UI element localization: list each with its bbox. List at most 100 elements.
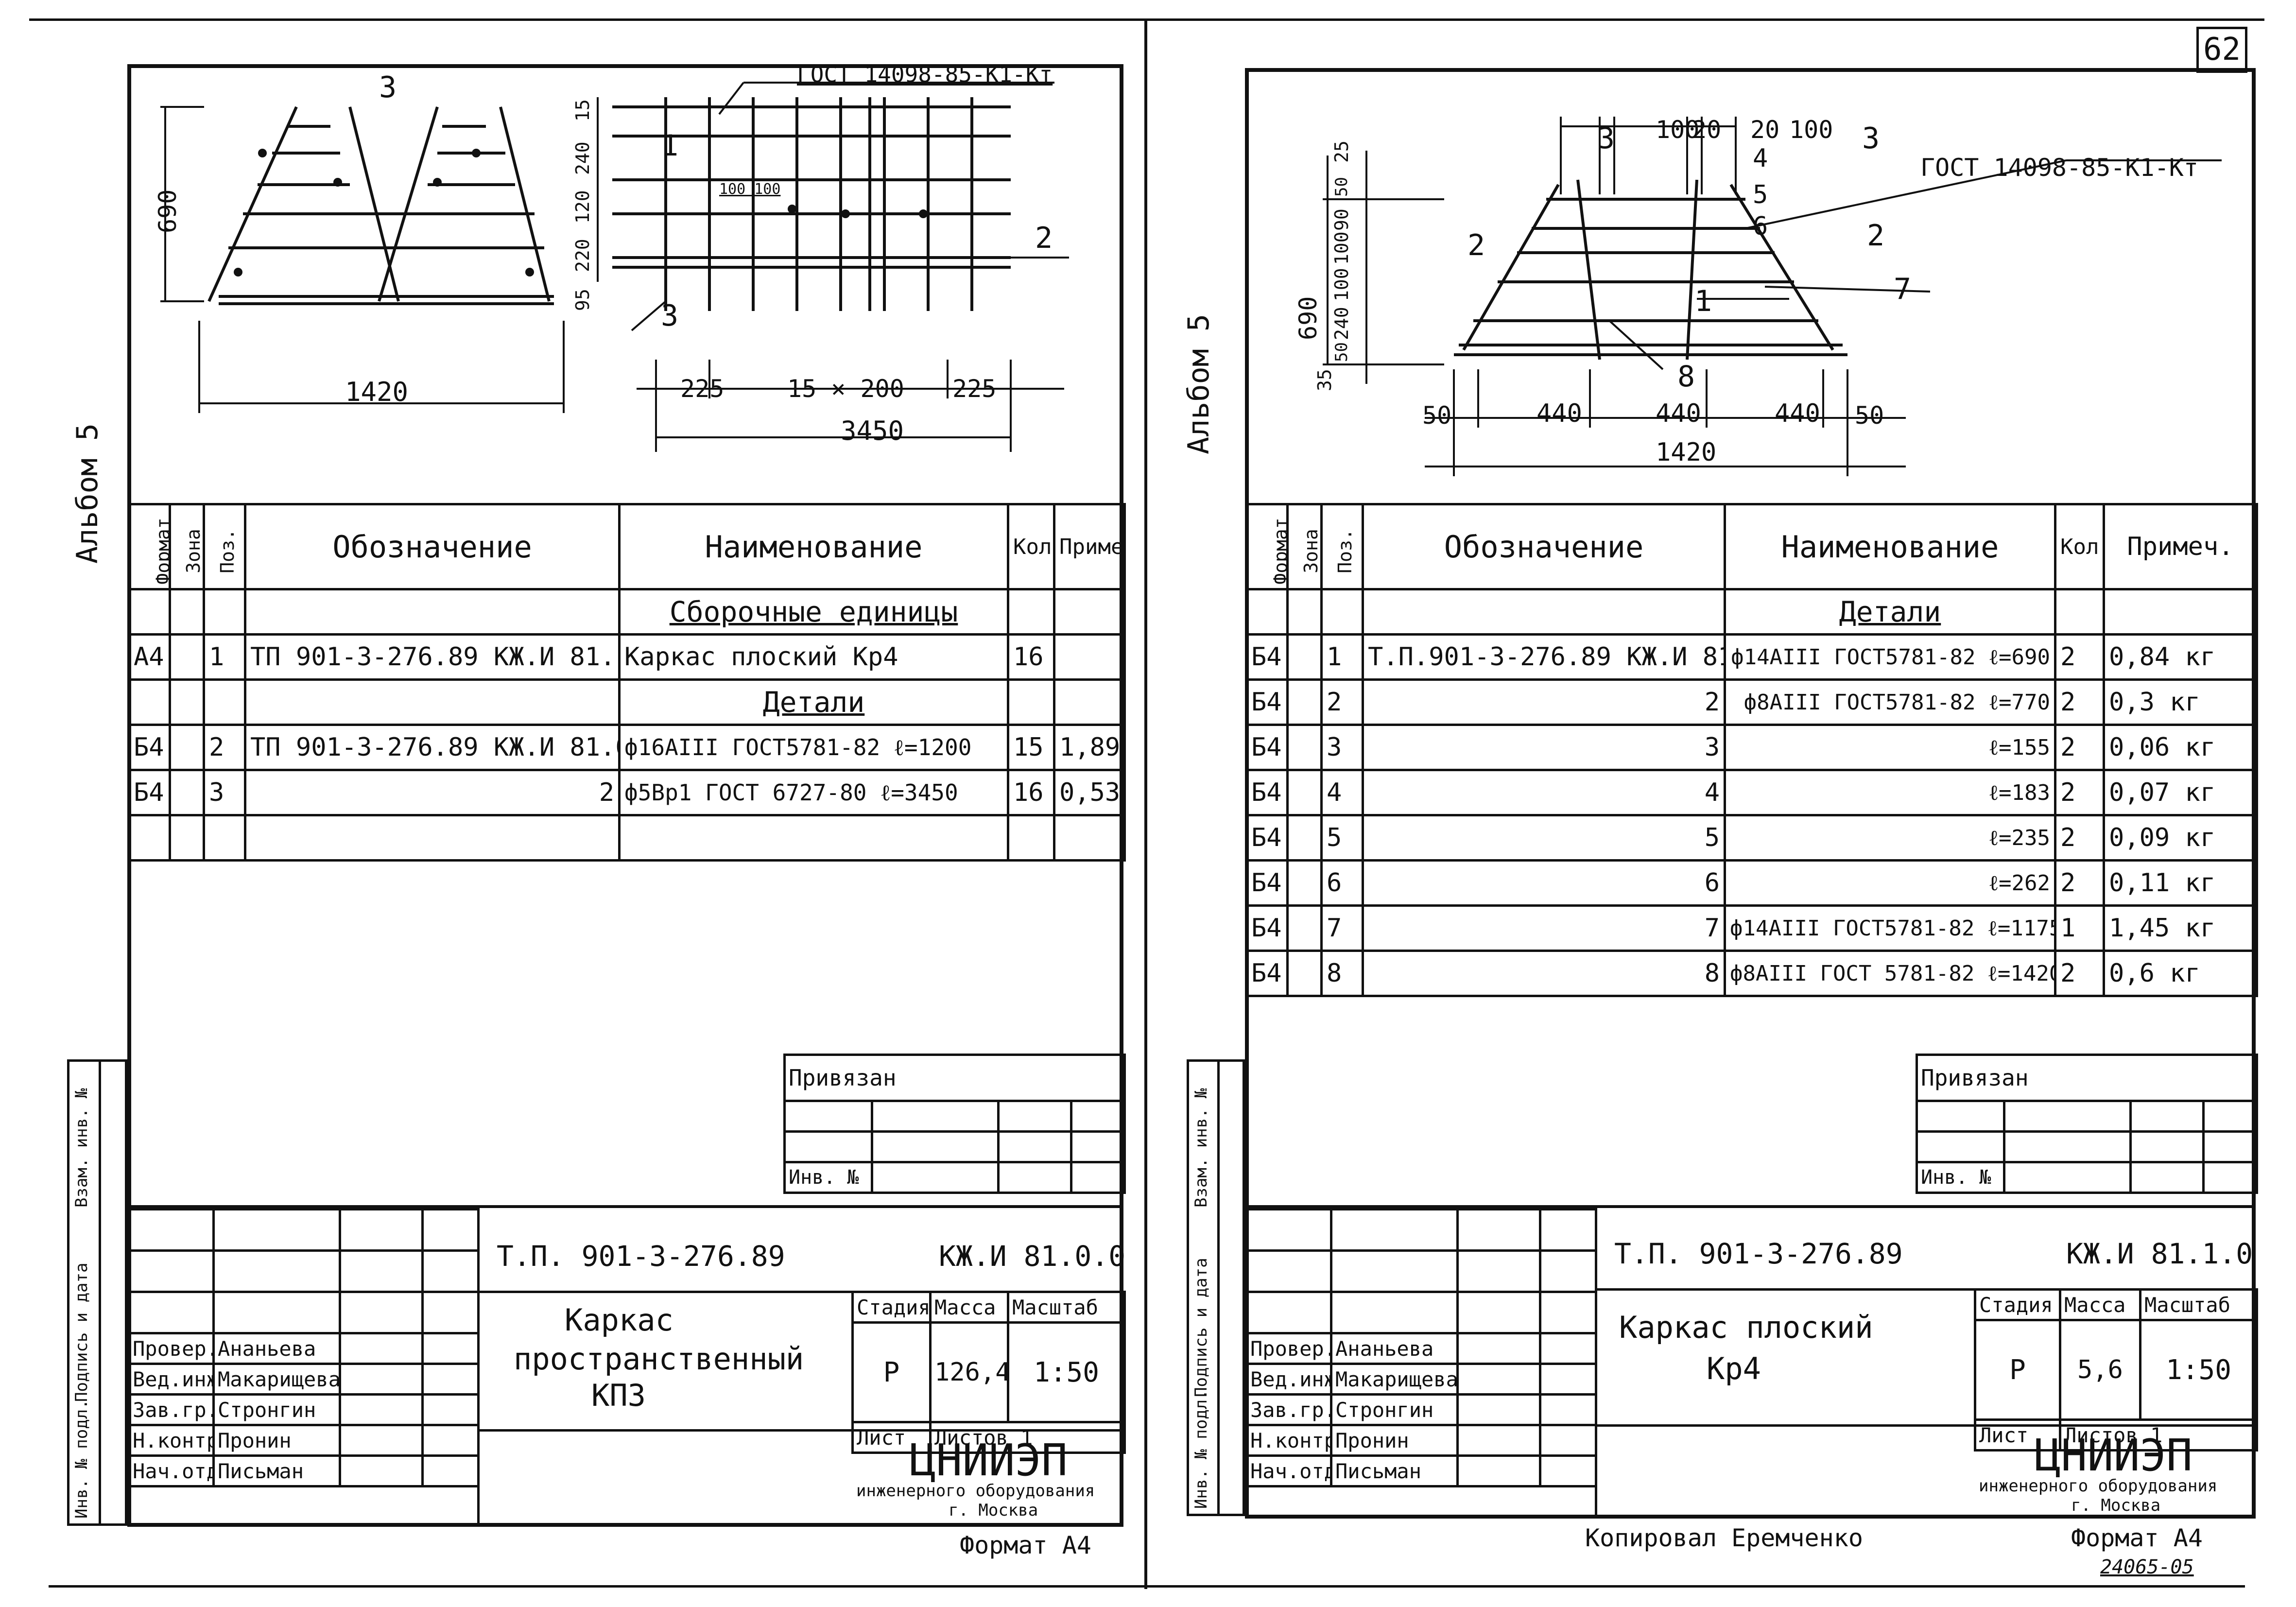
left-spec-header-row: Формат Зона Поз. Обозначение Наименовани…: [127, 503, 1126, 590]
left-col-note: Примеч.: [1053, 503, 1126, 590]
right-privyazan-label: Привязан: [1916, 1054, 2258, 1102]
right-dim-bottom-4: 440: [1775, 399, 1820, 428]
right-callout-7: 7: [1894, 272, 1912, 306]
cell-note: 0,07 кг: [2103, 769, 2258, 816]
right-section-details-row: Детали: [1245, 588, 2258, 636]
right-callout-3: 3: [1597, 121, 1615, 156]
table-row: Н.контр.Пронин: [127, 1424, 480, 1457]
right-format-label: Формат А4: [2071, 1524, 2203, 1552]
strip-divider: [99, 1062, 101, 1523]
cell-designation: 6: [1362, 859, 1726, 907]
right-col-pos: Поз.: [1320, 503, 1364, 590]
sheets-header: Листов 1: [929, 1421, 1126, 1454]
right-callout-6: 6: [1753, 212, 1768, 241]
left-tb-doc: КЖ.И 81.0.0: [939, 1240, 1126, 1273]
left-side-label-2: Подпись и дата: [72, 1262, 91, 1402]
right-col-zone: Зона: [1286, 503, 1323, 590]
left-tb-code: Т.П. 901-3-276.89: [497, 1240, 785, 1273]
right-dim-bottom-2: 440: [1536, 399, 1582, 428]
mass-header: Масса: [2059, 1288, 2141, 1321]
table-row: Н.контр.Пронин: [1245, 1424, 1597, 1457]
table-row: Провер.Ананьева: [1245, 1332, 1597, 1365]
right-col-designation: Обозначение: [1362, 503, 1726, 590]
role-cell: Зав.гр.: [1245, 1393, 1332, 1426]
left-signature-grid: Провер.Ананьева Вед.инж.Макарищева Зав.г…: [127, 1208, 480, 1487]
cell-zone: [1286, 724, 1323, 771]
left-dim-top-5: 95: [572, 289, 593, 311]
right-gost-label: ГОСТ 14098-85-К1-Кт: [1920, 154, 2198, 182]
left-section-assembly-row: Сборочные единицы: [127, 588, 1126, 636]
cell-format: Б4: [1245, 724, 1289, 771]
right-drawing-svg: [1323, 117, 2222, 476]
right-side-strip: Инв. № подл. Подпись и дата Взам. инв. №: [1187, 1059, 1245, 1516]
right-callout-1: 1: [1694, 284, 1712, 318]
stage-value: Р: [851, 1321, 932, 1423]
right-dim-top-1: 100: [1656, 116, 1700, 144]
left-callout-3b: 3: [661, 299, 679, 333]
right-dim-height: 690: [1294, 296, 1322, 340]
right-dim-left-6: 240: [1331, 307, 1352, 340]
cell-qty: 2: [2054, 724, 2105, 771]
table-row: А4 1 ТП 901-3-276.89 КЖ.И 81.1.0 Каркас …: [127, 633, 1126, 681]
left-tb-title-1: Каркас: [565, 1302, 673, 1338]
role-cell: Н.контр.: [127, 1424, 215, 1457]
right-dim-bottom-1: 50: [1422, 401, 1452, 430]
table-row: Зав.гр.Стронгин: [127, 1393, 480, 1426]
left-section-assembly: Сборочные единицы: [618, 588, 1009, 636]
sheet-header: Лист: [851, 1421, 932, 1454]
table-row: Б4 2 ТП 901-3-276.89 КЖ.И 81.0. 1 ф16АII…: [127, 724, 1126, 771]
cell-note: 0,11 кг: [2103, 859, 2258, 907]
cell-name: ℓ=155: [1724, 724, 2056, 771]
name-cell: Макарищева: [212, 1363, 341, 1396]
left-title-block: Провер.Ананьева Вед.инж.Макарищева Зав.г…: [127, 1205, 1126, 1529]
right-tb-title-1: Каркас плоский: [1619, 1310, 1873, 1345]
left-dim-total: 3450: [841, 415, 904, 446]
left-dim-top-1: 15: [572, 99, 593, 121]
stage-header: Стадия: [1974, 1288, 2061, 1321]
left-tb-org: ЦНИИЭП: [910, 1435, 1068, 1486]
cell-pos: 1: [203, 633, 246, 681]
name-cell: Письман: [1330, 1454, 1459, 1487]
right-dim-left-4: 100: [1331, 231, 1352, 265]
right-callout-3b: 3: [1862, 121, 1880, 156]
cell-note: 0,09 кг: [2103, 814, 2258, 862]
cell-name: ℓ=235: [1724, 814, 2056, 862]
cell-designation: 7: [1362, 904, 1726, 952]
cell-name: ф5Вр1 ГОСТ 6727-80 ℓ=3450: [618, 769, 1009, 816]
name-cell: Стронгин: [1330, 1393, 1459, 1426]
right-side-label-3: Взам. инв. №: [1191, 1088, 1211, 1208]
cell-designation: 3: [1362, 724, 1726, 771]
role-cell: Провер.: [1245, 1332, 1332, 1365]
cell-note: 0,53 кг: [1053, 769, 1126, 816]
left-col-designation: Обозначение: [244, 503, 621, 590]
left-callout-3: 3: [379, 70, 397, 104]
left-privyazan-box: Привязан Инв. №: [783, 1054, 1126, 1194]
right-dim-bottom-5: 50: [1855, 401, 1884, 430]
cell-designation: 2: [1362, 678, 1726, 726]
left-tb-org-sub: инженерного оборудования: [856, 1481, 1095, 1501]
name-cell: Стронгин: [212, 1393, 341, 1426]
cell-designation: ТП 901-3-276.89 КЖ.И 81.1.0: [244, 633, 621, 681]
right-dim-left-1: 25: [1331, 140, 1352, 163]
cell-designation: Т.П.901-3-276.89 КЖ.И 81.1. 1: [1362, 633, 1726, 681]
cell-format: Б4: [1245, 950, 1289, 997]
left-drawing-svg: [160, 82, 1069, 452]
cell-qty: 16: [1007, 633, 1055, 681]
cell-qty: 2: [2054, 859, 2105, 907]
right-col-qty: Кол.: [2054, 503, 2105, 590]
right-signature-grid: Провер.Ананьева Вед.инж.Макарищева Зав.г…: [1245, 1208, 1597, 1487]
left-tb-title-2: пространственный: [514, 1341, 804, 1377]
right-col-note: Примеч.: [2103, 503, 2258, 590]
left-dim-bottom-2: 15 × 200: [787, 375, 904, 403]
cell-qty: 1: [2054, 904, 2105, 952]
right-spec-table: Формат Зона Поз. Обозначение Наименовани…: [1245, 503, 2258, 997]
left-dim-top-2: 240: [572, 141, 593, 175]
cell-format: Б4: [127, 724, 171, 771]
right-callout-2-left: 2: [1467, 228, 1485, 262]
left-col-qty: Кол.: [1007, 503, 1055, 590]
cell-qty: 15: [1007, 724, 1055, 771]
